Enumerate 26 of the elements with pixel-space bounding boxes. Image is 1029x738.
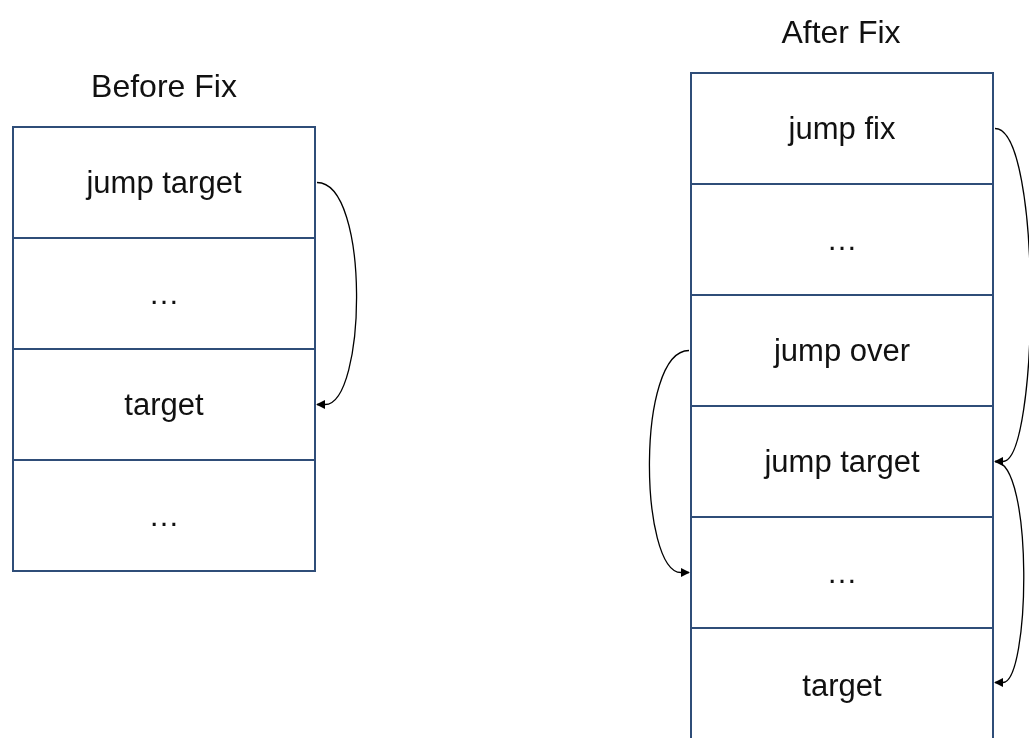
- column-heading: After Fix: [781, 14, 901, 51]
- cell-text: …: [148, 275, 180, 312]
- memory-cell: [690, 405, 994, 518]
- memory-cell: [12, 459, 316, 572]
- memory-cell: [12, 126, 316, 239]
- column-heading: Before Fix: [91, 68, 237, 105]
- jump-arrow: [648, 349, 690, 577]
- memory-cell: [690, 627, 994, 738]
- memory-cell: [12, 237, 316, 350]
- memory-cell: [690, 516, 994, 629]
- cell-text: jump fix: [788, 110, 896, 147]
- cell-text: …: [826, 554, 858, 591]
- cell-text: target: [124, 386, 204, 423]
- cell-text: jump over: [773, 332, 911, 369]
- jump-arrow: [994, 127, 1029, 466]
- cell-text: jump target: [764, 443, 920, 480]
- jump-arrow: [316, 181, 358, 409]
- memory-cell: [690, 294, 994, 407]
- jump-arrow: [994, 460, 1025, 687]
- cell-text: target: [802, 667, 882, 704]
- memory-cell: [12, 348, 316, 461]
- cell-text: …: [148, 497, 180, 534]
- cell-text: …: [826, 221, 858, 258]
- memory-cell: [690, 183, 994, 296]
- cell-text: jump target: [86, 164, 242, 201]
- memory-cell: [690, 72, 994, 185]
